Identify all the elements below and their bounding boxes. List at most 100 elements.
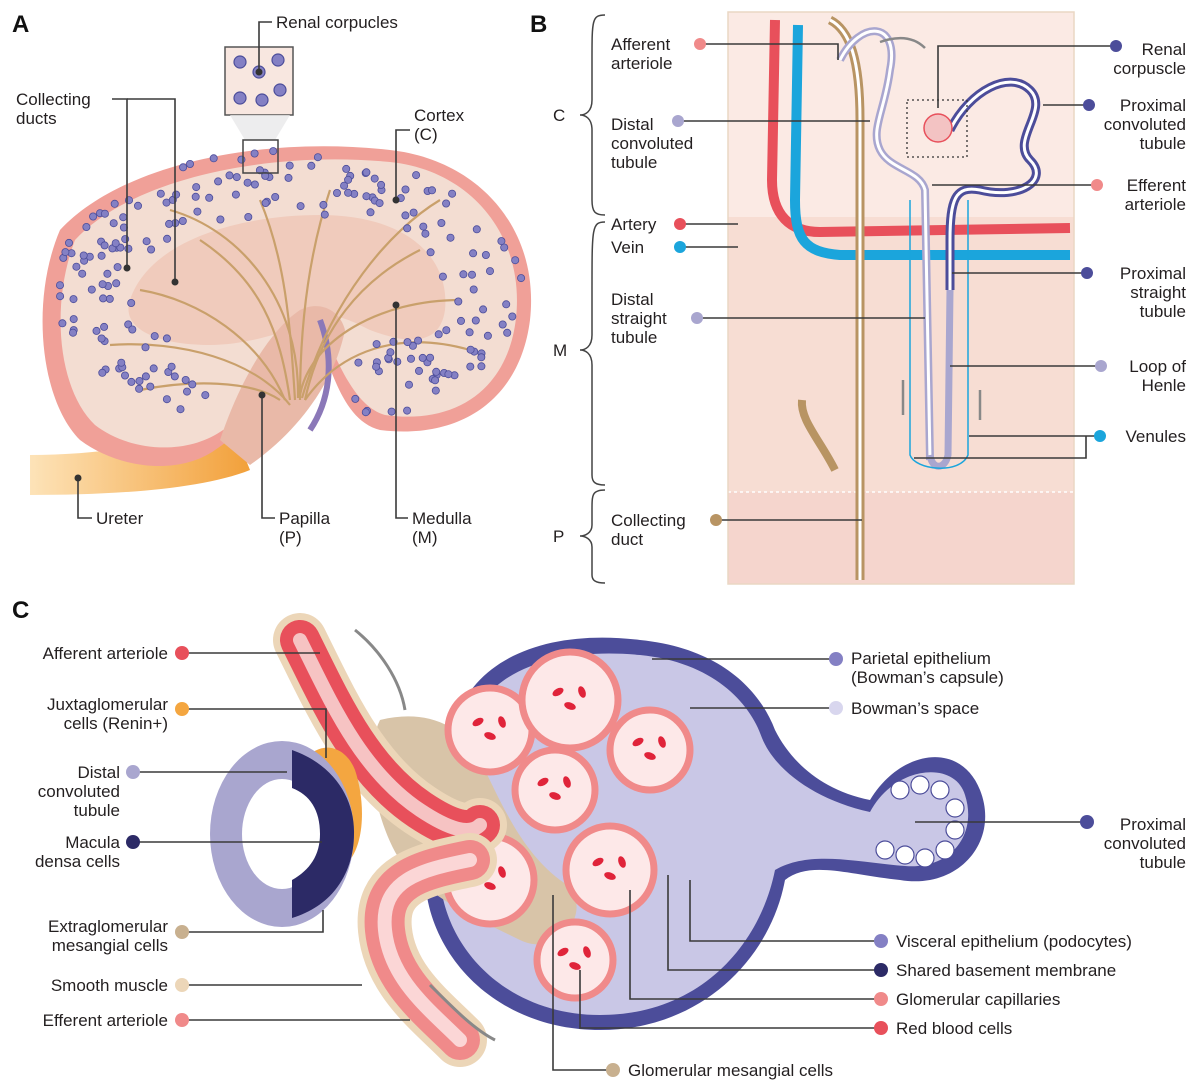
corpuscle-dot bbox=[56, 282, 63, 289]
b-label-vein: Vein bbox=[611, 238, 644, 257]
corpuscle-dot bbox=[468, 271, 475, 278]
b-label-pst-2: straight bbox=[1130, 283, 1186, 302]
glomerulus-knot bbox=[924, 114, 952, 142]
c-label-smooth-muscle: Smooth muscle bbox=[51, 976, 168, 995]
corpuscle-dot bbox=[363, 169, 370, 176]
corpuscle-dot bbox=[192, 193, 199, 200]
dot-collecting-duct bbox=[710, 514, 722, 526]
zone-brackets bbox=[580, 15, 605, 583]
corpuscle-dot bbox=[404, 225, 411, 232]
corpuscle-dot bbox=[112, 240, 119, 247]
b-label-pct-2: convoluted bbox=[1104, 115, 1186, 134]
corpuscle-dot bbox=[98, 335, 105, 342]
corpuscle-dot bbox=[415, 337, 422, 344]
b-label-dct-2: convoluted bbox=[611, 134, 693, 153]
corpuscle-dot bbox=[70, 316, 77, 323]
inset-magnifier-cone bbox=[230, 115, 290, 140]
corpuscle-dot bbox=[128, 378, 135, 385]
panel-c: C bbox=[12, 597, 1186, 1080]
corpuscle-dot bbox=[125, 245, 132, 252]
corpuscle-dot bbox=[179, 217, 186, 224]
corpuscle-dot bbox=[460, 271, 467, 278]
c-label-md-1: Macula bbox=[65, 833, 120, 852]
dot-c-bowman-space bbox=[829, 701, 843, 715]
b-label-dst-2: straight bbox=[611, 309, 667, 328]
corpuscle-dot bbox=[62, 249, 69, 256]
capillary-loop bbox=[610, 710, 690, 790]
corpuscle-dot bbox=[405, 381, 412, 388]
corpuscle-dot bbox=[186, 160, 193, 167]
corpuscle-dot bbox=[143, 238, 150, 245]
corpuscle-dot bbox=[128, 299, 135, 306]
corpuscle-dot bbox=[171, 373, 178, 380]
panel-a-letter: A bbox=[12, 11, 29, 38]
b-label-loh-2: Henle bbox=[1142, 376, 1186, 395]
corpuscle-dot bbox=[164, 235, 171, 242]
b-label-ea-1: Efferent bbox=[1127, 176, 1187, 195]
c-label-glom-cap: Glomerular capillaries bbox=[896, 990, 1060, 1009]
corpuscle-dot bbox=[262, 199, 269, 206]
corpuscle-dot bbox=[433, 368, 440, 375]
corpuscle-dot bbox=[245, 213, 252, 220]
capillary-loop bbox=[566, 826, 654, 914]
corpuscle-dot bbox=[118, 359, 125, 366]
corpuscle-dot bbox=[120, 214, 127, 221]
corpuscle-dot bbox=[121, 372, 128, 379]
corpuscle-dot bbox=[98, 252, 105, 259]
dot-artery bbox=[674, 218, 686, 230]
zone-papilla-bg bbox=[728, 492, 1074, 584]
corpuscle-dot bbox=[420, 223, 427, 230]
corpuscle-dot bbox=[504, 329, 511, 336]
label-collecting-ducts-1: Collecting bbox=[16, 90, 91, 109]
corpuscle-dot bbox=[486, 268, 493, 275]
dot-distal-straight bbox=[691, 312, 703, 324]
corpuscle-dot bbox=[473, 226, 480, 233]
label-cortex-1: Cortex bbox=[414, 106, 465, 125]
corpuscle-dot bbox=[272, 193, 279, 200]
corpuscle-dot bbox=[345, 189, 352, 196]
corpuscle-dot bbox=[407, 355, 414, 362]
corpuscle-dot bbox=[470, 286, 477, 293]
b-label-rc-1: Renal bbox=[1142, 40, 1186, 59]
corpuscle-dot bbox=[428, 187, 435, 194]
panel-b-letter: B bbox=[530, 11, 547, 38]
corpuscle-dot bbox=[106, 295, 113, 302]
corpuscle-dot bbox=[376, 200, 383, 207]
corpuscle-dot bbox=[343, 165, 350, 172]
c-label-pct-2: convoluted bbox=[1104, 834, 1186, 853]
corpuscle-dot bbox=[202, 392, 209, 399]
corpuscle-dot bbox=[445, 371, 452, 378]
corpuscle-dot bbox=[498, 238, 505, 245]
corpuscle-dot bbox=[480, 306, 487, 313]
label-ureter: Ureter bbox=[96, 509, 144, 528]
b-label-dst-3: tubule bbox=[611, 328, 657, 347]
corpuscle-dot bbox=[443, 327, 450, 334]
corpuscle-dot bbox=[270, 148, 277, 155]
corpuscle-dot bbox=[147, 383, 154, 390]
dot-c-efferent bbox=[175, 1013, 189, 1027]
corpuscle-dot bbox=[352, 395, 359, 402]
corpuscle-dot bbox=[455, 298, 462, 305]
corpuscle-dot bbox=[163, 396, 170, 403]
corpuscle-dot bbox=[142, 373, 149, 380]
corpuscle-dot bbox=[457, 317, 464, 324]
capillary-loop bbox=[522, 652, 618, 748]
corpuscle-dot bbox=[168, 363, 175, 370]
corpuscle-dot bbox=[101, 242, 108, 249]
corpuscle-dot bbox=[70, 296, 77, 303]
c-label-efferent: Efferent arteriole bbox=[43, 1011, 168, 1030]
corpuscle-dot bbox=[363, 193, 370, 200]
c-label-visceral: Visceral epithelium (podocytes) bbox=[896, 932, 1132, 951]
c-label-dct-1: Distal bbox=[77, 763, 120, 782]
zone-label-m: M bbox=[553, 341, 567, 360]
corpuscle-dot bbox=[467, 363, 474, 370]
corpuscle-dot bbox=[422, 230, 429, 237]
c-label-parietal-2: (Bowman’s capsule) bbox=[851, 668, 1004, 687]
corpuscle-dot bbox=[65, 239, 72, 246]
dot-c-juxtaglomerular bbox=[175, 702, 189, 716]
corpuscle-dot bbox=[100, 295, 107, 302]
dot-c-distal bbox=[126, 765, 140, 779]
corpuscle-dot bbox=[478, 354, 485, 361]
corpuscle-dot bbox=[509, 313, 516, 320]
corpuscle-dot bbox=[99, 369, 106, 376]
